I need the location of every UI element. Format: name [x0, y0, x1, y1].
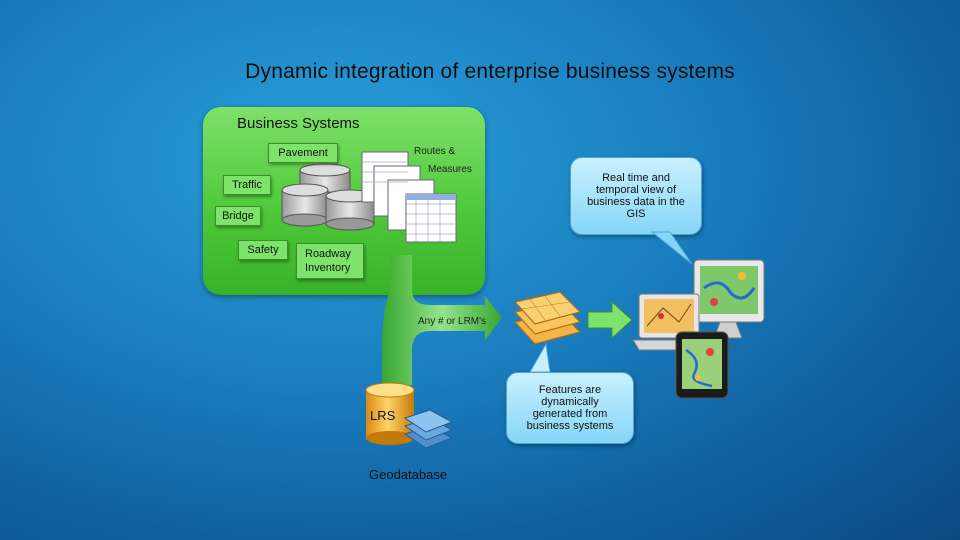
map-layers-icon [513, 291, 582, 345]
tag-safety: Safety [238, 240, 288, 260]
callout-features-text: Features are dynamically generated from … [526, 384, 614, 432]
flow-label: Any # or LRM's [418, 316, 487, 327]
business-systems-title: Business Systems [237, 115, 360, 132]
routes-label: Routes & [414, 146, 456, 157]
callout-realtime-pointer [650, 231, 693, 265]
geodatabase-label: Geodatabase [369, 467, 448, 482]
callout-realtime: Real time and temporal view of business … [570, 157, 702, 235]
inventory-label: Inventory [305, 262, 351, 274]
tag-pavement: Pavement [268, 143, 338, 163]
callout-realtime-text: Real time and temporal view of business … [587, 172, 685, 220]
database-stack-icon [281, 163, 375, 231]
lrs-database-icon [365, 382, 415, 445]
callout-features-pointer [529, 342, 551, 373]
roadway-label: Roadway [305, 248, 351, 260]
tag-traffic: Traffic [223, 175, 271, 195]
blue-layers-icon [403, 409, 454, 449]
tag-bridge: Bridge [215, 206, 261, 226]
tablet-icon [675, 331, 729, 399]
diagram-title: Dynamic integration of enterprise busine… [245, 60, 735, 83]
desktop-monitor-icon [693, 259, 765, 339]
callout-features: Features are dynamically generated from … [506, 372, 634, 444]
lrs-label: LRS [370, 408, 396, 423]
tables-icon [361, 151, 457, 243]
flow-arrows [382, 255, 633, 385]
measures-label: Measures [428, 164, 472, 175]
tag-roadway-inventory: Roadway Inventory [296, 243, 364, 279]
